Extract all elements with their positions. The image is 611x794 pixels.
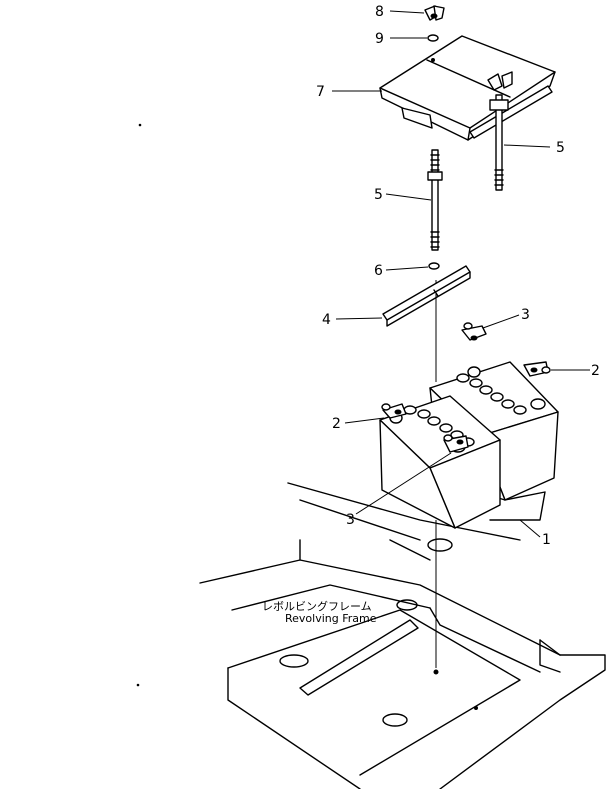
callout-5-center: 5 [374,187,383,203]
battery-cover [379,35,556,141]
callout-3-top: 3 [521,307,530,323]
wing-nut-cover [487,71,513,91]
callout-3-bottom: 3 [346,512,355,528]
j-bolt-center [427,149,443,251]
callout-2-left: 2 [332,416,341,432]
j-bolt-right [489,94,509,191]
callout-6: 6 [374,263,383,279]
callout-9: 9 [375,31,384,47]
callout-4: 4 [322,312,331,328]
revolving-frame [136,123,606,790]
hold-down-bracket [382,265,471,327]
terminal-clamp-center [443,434,469,453]
frame-label: レボルビングフレーム Revolving Frame [262,599,377,625]
callout-8: 8 [375,4,384,20]
frame-label-japanese: レボルビングフレーム [262,599,372,613]
callout-5-right: 5 [556,140,565,156]
washer-lower [428,262,440,270]
wing-nut-top [424,5,445,21]
callout-1: 1 [542,532,551,548]
terminal-clamp-left [381,403,407,419]
washer-top [427,34,439,42]
frame-label-english: Revolving Frame [285,612,377,625]
callout-2-right: 2 [591,363,600,379]
cover-hole [431,58,435,62]
terminal-clamp-top [461,322,487,341]
terminal-clamp-right [523,361,551,377]
leader-lines [332,10,590,538]
callout-7: 7 [316,84,325,100]
